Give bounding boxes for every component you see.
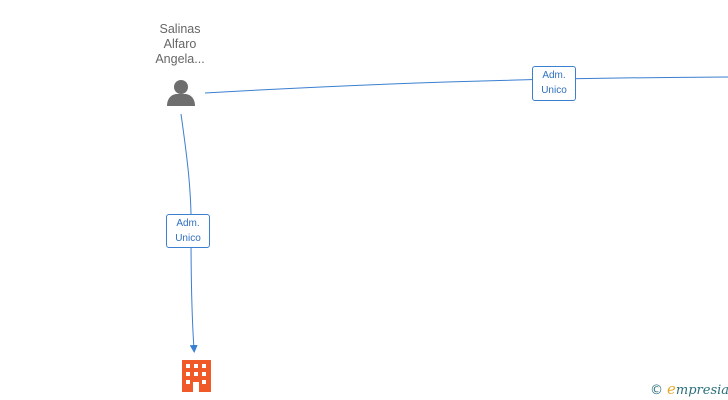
edge-person-to-offscreen <box>204 76 728 94</box>
person-icon[interactable] <box>167 80 195 106</box>
person-name-line: Alfaro <box>163 37 197 51</box>
edge-label-adm-unico[interactable]: Adm. Unico <box>166 214 210 248</box>
edge-label-line: Adm. <box>542 70 566 81</box>
person-name[interactable]: Salinas Alfaro Angela... <box>140 22 220 67</box>
brand-initial: e <box>667 380 676 398</box>
edge-label-line: Unico <box>541 85 567 96</box>
edge-label-line: Unico <box>175 233 201 244</box>
edge-label-adm-unico[interactable]: Adm. Unico <box>532 66 576 101</box>
brand-watermark: © empresia <box>650 380 728 398</box>
person-name-line: Salinas <box>159 22 201 36</box>
brand-name: mpresia <box>675 383 728 398</box>
edge-label-line: Adm. <box>176 218 200 229</box>
person-name-line: Angela... <box>155 52 205 66</box>
copyright-symbol: © <box>650 383 663 398</box>
building-icon[interactable] <box>182 360 211 392</box>
